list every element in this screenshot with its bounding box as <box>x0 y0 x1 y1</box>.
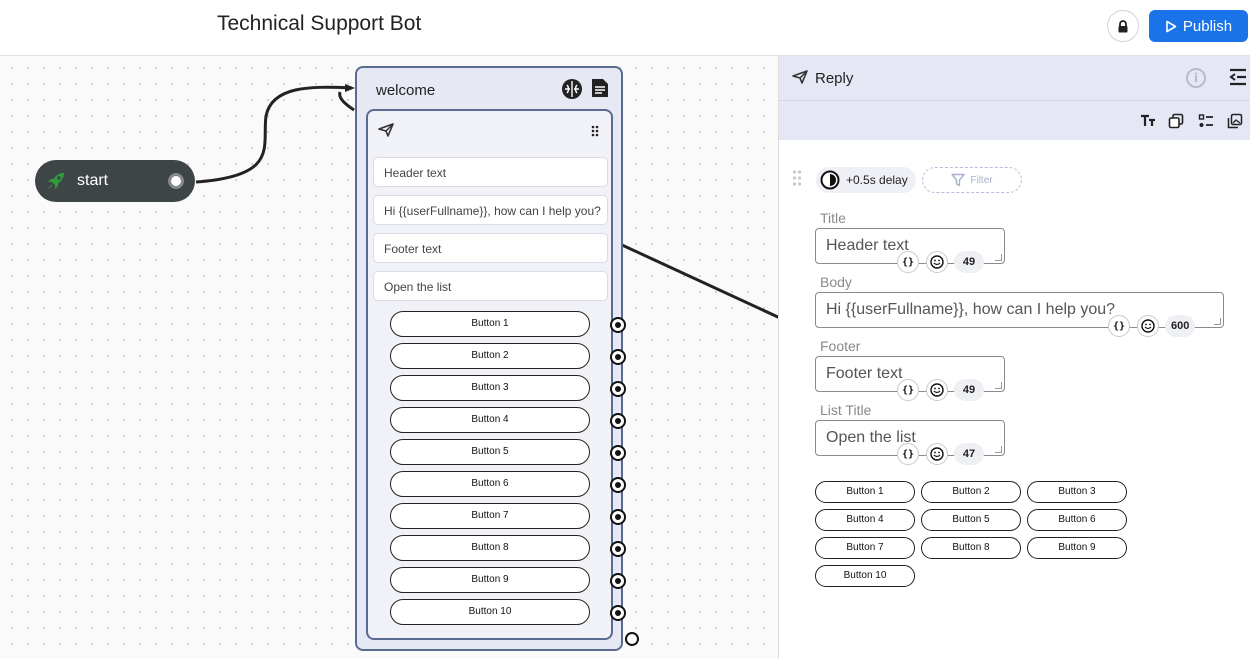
properties-panel: Reply i +0.5s delay <box>778 56 1250 659</box>
list-button[interactable]: Button 2 <box>921 481 1021 503</box>
emoji-button[interactable] <box>926 251 948 273</box>
node-button[interactable]: Button 3 <box>390 375 590 401</box>
char-count: 47 <box>954 443 984 465</box>
node-button[interactable]: Button 1 <box>390 311 590 337</box>
node-button[interactable]: Button 4 <box>390 407 590 433</box>
body-input[interactable]: Hi {{userFullname}}, how can I help you? <box>815 292 1224 328</box>
top-bar: Technical Support Bot Publish <box>0 0 1250 56</box>
field-label-footer: Footer <box>820 338 861 354</box>
flow-canvas[interactable]: start welcome Header tex <box>0 56 778 659</box>
page-title: Technical Support Bot <box>217 12 422 35</box>
panel-header: Reply i <box>779 56 1250 100</box>
emoji-button[interactable] <box>926 379 948 401</box>
list-button[interactable]: Button 1 <box>815 481 915 503</box>
node-body-field[interactable]: Hi {{userFullname}}, how can I help you? <box>373 195 608 225</box>
list-button[interactable]: Button 7 <box>815 537 915 559</box>
copy-icon[interactable] <box>1166 111 1186 131</box>
node-title: welcome <box>376 82 436 99</box>
list-button[interactable]: Button 6 <box>1027 509 1127 531</box>
button-output-port[interactable] <box>610 477 626 493</box>
button-output-port[interactable] <box>610 509 626 525</box>
timer-icon <box>820 170 840 190</box>
start-output-port[interactable] <box>168 173 184 189</box>
node-output-port[interactable] <box>625 632 639 646</box>
send-icon <box>792 70 808 84</box>
button-output-port[interactable] <box>610 605 626 621</box>
variable-button[interactable]: {} <box>897 251 919 273</box>
list-button[interactable]: Button 8 <box>921 537 1021 559</box>
variable-button[interactable]: {} <box>1108 315 1130 337</box>
drag-handle-icon[interactable] <box>792 170 802 186</box>
list-button[interactable]: Button 10 <box>815 565 915 587</box>
list-icon[interactable] <box>1196 111 1216 131</box>
node-footer-field[interactable]: Footer text <box>373 233 608 263</box>
emoji-button[interactable] <box>1137 315 1159 337</box>
emoji-icon <box>930 447 944 461</box>
lock-icon <box>1118 19 1128 32</box>
reply-card[interactable]: Header text Hi {{userFullname}}, how can… <box>366 109 613 640</box>
variable-button[interactable]: {} <box>897 443 919 465</box>
field-label-list-title: List Title <box>820 402 872 418</box>
panel-toolbar <box>779 100 1250 140</box>
node-button[interactable]: Button 10 <box>390 599 590 625</box>
filter-chip[interactable]: Filter <box>922 167 1022 193</box>
filter-icon <box>951 173 966 187</box>
button-output-port[interactable] <box>610 413 626 429</box>
emoji-icon <box>1141 319 1155 333</box>
publish-button[interactable]: Publish <box>1149 10 1248 42</box>
emoji-icon <box>930 383 944 397</box>
info-icon[interactable]: i <box>1186 68 1206 88</box>
lock-button[interactable] <box>1107 10 1139 42</box>
list-button[interactable]: Button 4 <box>815 509 915 531</box>
char-count: 600 <box>1165 315 1196 337</box>
node-list-title-field[interactable]: Open the list <box>373 271 608 301</box>
drag-grip-icon[interactable] <box>591 125 599 137</box>
button-output-port[interactable] <box>610 349 626 365</box>
node-button[interactable]: Button 7 <box>390 503 590 529</box>
delay-label: +0.5s delay <box>846 173 908 187</box>
delay-chip[interactable]: +0.5s delay <box>816 167 916 193</box>
gallery-icon[interactable] <box>1225 111 1245 131</box>
brain-icon[interactable] <box>561 78 583 100</box>
button-output-port[interactable] <box>610 445 626 461</box>
play-icon <box>1166 20 1177 32</box>
node-button[interactable]: Button 8 <box>390 535 590 561</box>
text-size-icon[interactable] <box>1138 111 1158 131</box>
list-button[interactable]: Button 9 <box>1027 537 1127 559</box>
publish-label: Publish <box>1182 17 1233 35</box>
list-button[interactable]: Button 5 <box>921 509 1021 531</box>
welcome-node[interactable]: welcome Header text Hi {{userFulln <box>355 66 626 651</box>
field-label-body: Body <box>820 274 852 290</box>
emoji-icon <box>930 255 944 269</box>
node-button[interactable]: Button 9 <box>390 567 590 593</box>
panel-title: Reply <box>815 70 854 87</box>
button-output-port[interactable] <box>610 317 626 333</box>
flow-edges <box>195 84 778 319</box>
node-header-field[interactable]: Header text <box>373 157 608 187</box>
start-node-label: start <box>77 172 109 189</box>
node-button[interactable]: Button 6 <box>390 471 590 497</box>
emoji-button[interactable] <box>926 443 948 465</box>
button-output-port[interactable] <box>610 573 626 589</box>
char-count: 49 <box>954 251 984 273</box>
node-button[interactable]: Button 2 <box>390 343 590 369</box>
variable-button[interactable]: {} <box>897 379 919 401</box>
rocket-icon <box>48 173 64 189</box>
char-count: 49 <box>954 379 984 401</box>
node-button[interactable]: Button 5 <box>390 439 590 465</box>
button-output-port[interactable] <box>610 381 626 397</box>
start-node[interactable]: start <box>35 160 195 202</box>
field-label-title: Title <box>820 210 846 226</box>
collapse-panel-icon[interactable] <box>1228 68 1248 86</box>
document-icon[interactable] <box>591 78 609 98</box>
button-output-port[interactable] <box>610 541 626 557</box>
send-icon <box>378 123 394 137</box>
list-button[interactable]: Button 3 <box>1027 481 1127 503</box>
filter-label: Filter <box>970 174 993 186</box>
